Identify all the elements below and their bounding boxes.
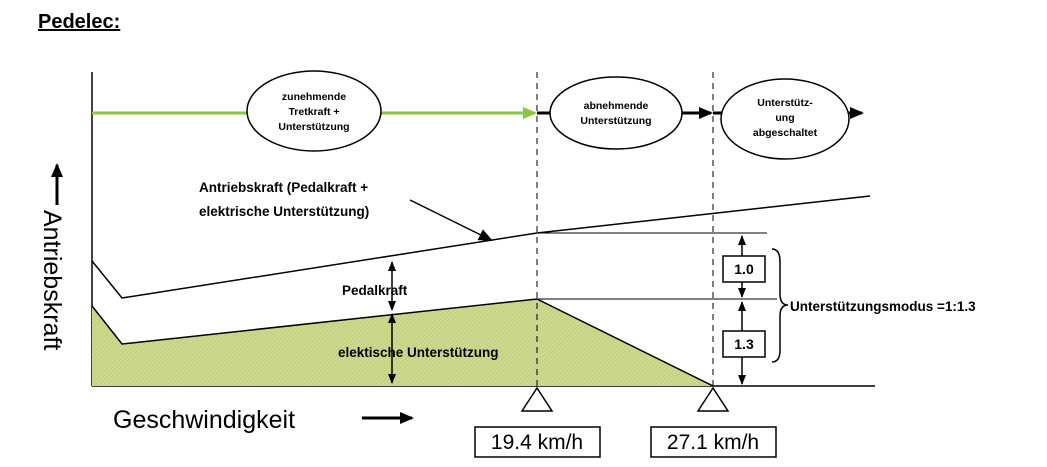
pedal-force-label: Pedalkraft [342,283,408,298]
speed-box-19: 19.4 km/h [474,426,601,458]
phase1-line3: Unterstützung [278,121,349,133]
drive-force-pointer [409,199,493,241]
speed-19-label: 19.4 km/h [491,431,583,454]
phase3-line2: ung [775,112,794,124]
electric-support-line [91,298,714,387]
ratio-bottom-value: 1.3 [734,336,754,352]
y-axis-label: Antriebskraft [38,210,66,350]
phase2-line1: abnehmende [584,100,649,112]
electric-support-label: elektische Unterstützung [338,345,499,360]
speed-27-label: 27.1 km/h [667,431,759,454]
ratio-box-bottom: 1.3 [722,330,766,358]
phase2-line2: Unterstützung [580,115,651,127]
phase1-line2: Tretkraft + [288,106,339,118]
phase-oval-increasing: zunehmende Tretkraft + Unterstützung [246,70,382,152]
drive-force-label-line2: elektrische Unterstützung) [199,204,369,219]
page-title: Pedelec: [38,11,120,33]
x-axis-label: Geschwindigkeit [113,406,295,434]
support-mode-label: Unterstützungsmodus =1:1.3 [790,299,976,314]
modus-brace [771,248,789,363]
phase3-line3: abgeschaltet [753,127,818,139]
phase-oval-decreasing: abnehmende Unterstützung [549,76,683,150]
phase3-line1: Unterstütz- [757,97,813,109]
drive-force-label-line1: Antriebskraft (Pedalkraft + [199,180,368,195]
marker-triangle-19 [520,386,554,412]
phase1-line1: zunehmende [282,91,346,103]
marker-triangle-27 [696,386,730,412]
ratio-box-top: 1.0 [722,255,766,283]
electric-support-area [92,299,713,386]
drive-force-line [91,195,871,299]
phase-oval-off: Unterstütz- ung abgeschaltet [720,78,850,160]
speed-box-27: 27.1 km/h [650,426,777,458]
ratio-top-value: 1.0 [734,261,754,277]
